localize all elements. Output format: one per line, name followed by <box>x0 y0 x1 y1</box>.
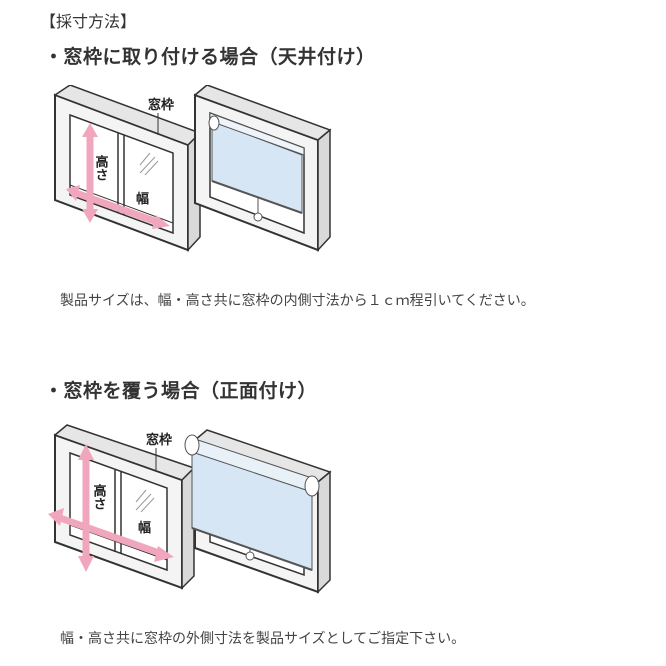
note-front-mount: 幅・高さ共に窓枠の外側寸法を製品サイズとしてご指定下さい。 <box>60 631 466 647</box>
page-heading: 【採寸方法】 <box>40 12 137 31</box>
width-label: 幅 <box>138 520 151 536</box>
frame-label: 窓枠 <box>146 432 172 448</box>
height-label: 高さ <box>93 154 109 181</box>
window-with-inside-blind <box>193 85 332 252</box>
frame-label: 窓枠 <box>148 97 174 113</box>
window-with-front-blind <box>184 429 332 594</box>
window-frame-measure-inside <box>53 85 202 252</box>
front-mount-illustration: 窓枠 高さ 幅 <box>48 424 332 594</box>
width-label: 幅 <box>136 191 149 207</box>
height-arrow <box>78 444 94 572</box>
window-frame-measure-outside <box>53 424 196 590</box>
width-arrow <box>66 185 170 229</box>
section-title-ceiling-mount: ・窓枠に取り付ける場合（天井付け） <box>44 46 376 68</box>
ceiling-mount-illustration: 窓枠 高さ 幅 <box>53 85 332 252</box>
width-arrow <box>48 508 174 562</box>
height-label: 高さ <box>91 483 107 510</box>
note-ceiling-mount: 製品サイズは、幅・高さ共に窓枠の内側寸法から１ｃｍ程引いてください。 <box>60 293 535 309</box>
section-title-front-mount: ・窓枠を覆う場合（正面付け） <box>44 380 318 402</box>
